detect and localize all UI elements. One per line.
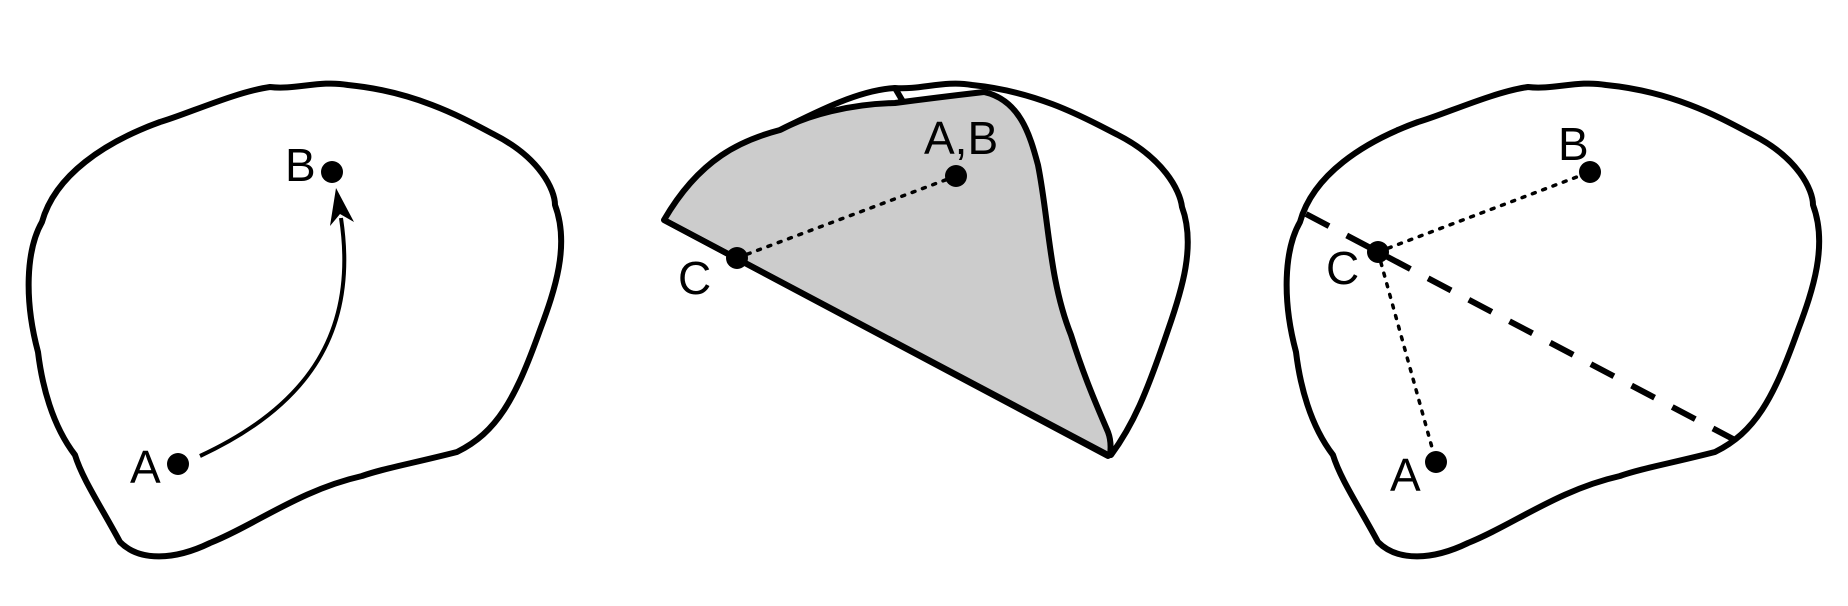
panel-1-motion-arrow-path <box>199 217 347 458</box>
panel-1-arrowhead <box>330 188 354 226</box>
panel-3-dashed-line <box>1304 211 1735 442</box>
panel-3: A B C <box>1283 80 1823 560</box>
panel-2-outline-top-edge <box>778 85 896 133</box>
panel-3-label-c: C <box>1326 242 1359 294</box>
panel-3-region-outline <box>1283 80 1823 560</box>
panel-2-label-c: C <box>678 252 711 304</box>
panel-1-region-outline <box>25 80 565 560</box>
panel-2-point-ab <box>945 165 967 187</box>
panel-3-point-b <box>1579 161 1601 183</box>
panel-3-dotted-segment-c-b <box>1376 170 1592 254</box>
panel-2-label-ab: A,B <box>924 112 998 164</box>
panel-3-point-c <box>1367 241 1389 263</box>
panel-1-point-a <box>167 453 189 475</box>
panel-2: A,B C <box>661 80 1191 459</box>
panel-1-label-b: B <box>285 139 316 191</box>
panel-3-label-b: B <box>1558 118 1589 170</box>
panel-2-point-c <box>726 247 748 269</box>
panel-3-point-a <box>1425 451 1447 473</box>
panel-1: A B <box>25 80 565 560</box>
panel-1-point-b <box>321 161 343 183</box>
panel-3-dotted-segment-c-a <box>1376 250 1438 464</box>
panel-1-label-a: A <box>130 441 161 493</box>
panel-3-label-a: A <box>1390 449 1421 501</box>
